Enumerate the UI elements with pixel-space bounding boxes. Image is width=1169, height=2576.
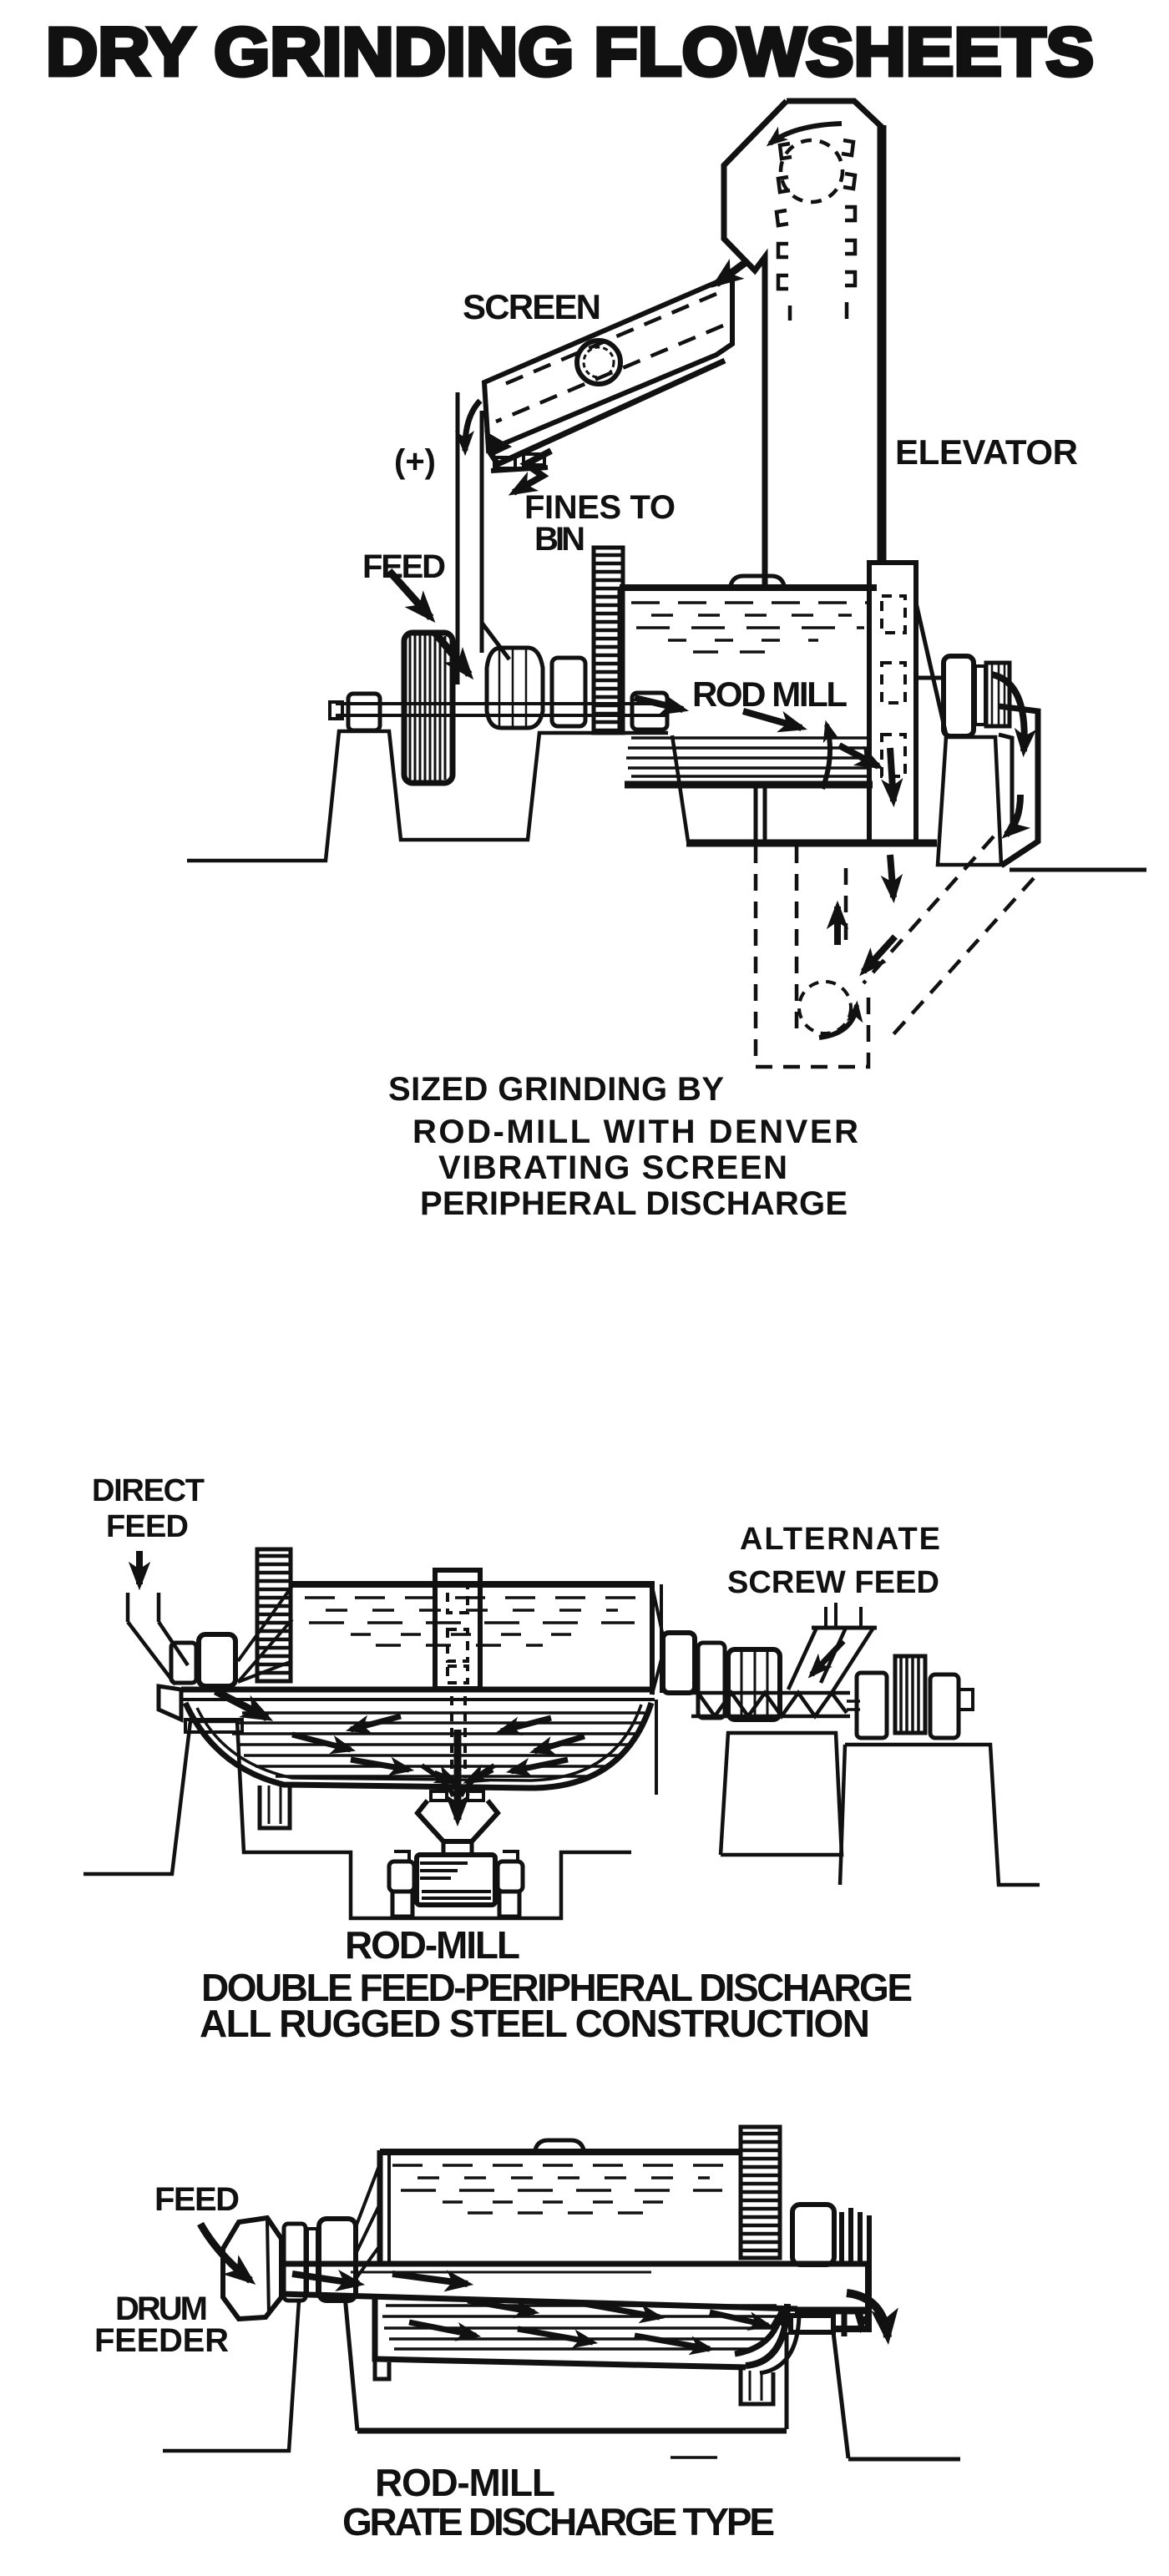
svg-text:DOUBLE FEED-PERIPHERAL DISCHAR: DOUBLE FEED-PERIPHERAL DISCHARGE <box>201 1966 913 2009</box>
svg-text:VIBRATING SCREEN: VIBRATING SCREEN <box>438 1149 787 1186</box>
svg-text:DRY GRINDING FLOWSHEETS: DRY GRINDING FLOWSHEETS <box>46 14 1094 90</box>
svg-text:ELEVATOR: ELEVATOR <box>895 432 1078 472</box>
svg-text:(+): (+) <box>394 443 436 480</box>
svg-text:DIRECT: DIRECT <box>92 1473 205 1508</box>
svg-text:SCREW FEED: SCREW FEED <box>727 1565 939 1600</box>
svg-text:FEED: FEED <box>106 1509 189 1544</box>
svg-text:FEEDER: FEEDER <box>94 2322 229 2359</box>
svg-text:ROD-MILL: ROD-MILL <box>375 2461 555 2504</box>
svg-text:DRUM: DRUM <box>115 2291 208 2327</box>
svg-text:ALTERNATE: ALTERNATE <box>740 1522 940 1557</box>
svg-text:FEED: FEED <box>154 2181 240 2218</box>
svg-text:FEED: FEED <box>362 548 446 585</box>
svg-text:PERIPHERAL DISCHARGE: PERIPHERAL DISCHARGE <box>420 1185 848 1222</box>
svg-text:ROD-MILL: ROD-MILL <box>345 1923 520 1967</box>
svg-text:ALL RUGGED STEEL CONSTRUCTION: ALL RUGGED STEEL CONSTRUCTION <box>200 2002 870 2045</box>
svg-text:SCREEN: SCREEN <box>463 287 601 326</box>
svg-text:BIN: BIN <box>534 521 585 558</box>
svg-text:ROD MILL: ROD MILL <box>692 674 848 714</box>
svg-text:GRATE DISCHARGE TYPE: GRATE DISCHARGE TYPE <box>342 2500 775 2543</box>
svg-text:FINES TO: FINES TO <box>524 489 676 526</box>
svg-text:SIZED GRINDING BY: SIZED GRINDING BY <box>388 1071 724 1108</box>
